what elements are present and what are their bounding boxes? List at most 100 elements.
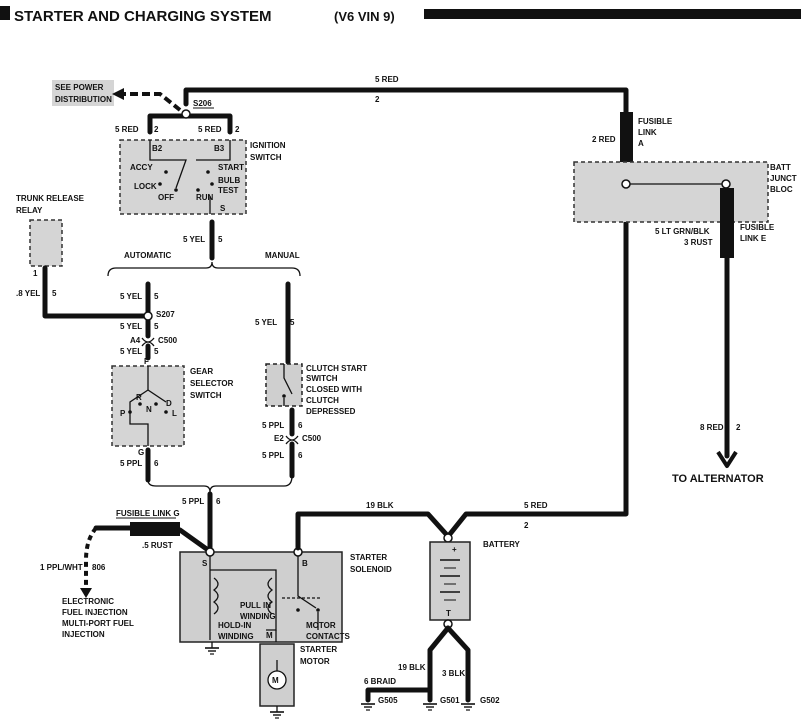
header: STARTER AND CHARGING SYSTEM (V6 VIN 9) [0,6,801,25]
svg-text:S207: S207 [156,310,175,319]
svg-text:.5 RUST: .5 RUST [142,541,173,550]
svg-text:M: M [272,676,279,685]
svg-text:RUN: RUN [196,193,214,202]
svg-text:ACCY: ACCY [130,163,153,172]
svg-text:LINK E: LINK E [740,234,767,243]
battery-cables: 19 BLK 5 RED 2 [295,183,629,551]
battery: BATTERY + T [429,533,521,629]
ground-g502: G502 [480,696,500,705]
svg-text:SELECTOR: SELECTOR [190,379,234,388]
svg-text:5 YEL: 5 YEL [120,347,142,356]
fusible-link-g: FUSIBLE LINK G .5 RUST 1 PPL/WHT 806 ELE… [40,509,211,639]
svg-text:SWITCH: SWITCH [306,374,338,383]
svg-text:CLUTCH: CLUTCH [306,396,339,405]
svg-text:5 PPL: 5 PPL [120,459,142,468]
wire-top-red: 5 RED 2 [183,75,629,115]
svg-text:1 PPL/WHT: 1 PPL/WHT [40,563,83,572]
svg-text:5 YEL: 5 YEL [120,322,142,331]
svg-text:2: 2 [524,521,529,530]
svg-text:DISTRIBUTION: DISTRIBUTION [55,95,112,104]
svg-text:5: 5 [290,318,295,327]
svg-text:5 RED: 5 RED [115,125,139,134]
svg-text:CLOSED WITH: CLOSED WITH [306,385,362,394]
fusible-link-a: 2 RED FUSIBLE LINK A [592,112,673,174]
wire-yel-mid: 5 YEL 5 AUTOMATIC MANUAL [107,219,301,277]
svg-text:BATT: BATT [770,163,791,172]
svg-text:2 RED: 2 RED [592,135,616,144]
arrow-left-icon [112,88,124,100]
diagram-title: STARTER AND CHARGING SYSTEM [14,8,272,25]
svg-text:5 LT GRN/BLK: 5 LT GRN/BLK [655,227,710,236]
svg-text:JUNCT: JUNCT [770,174,797,183]
svg-text:TEST: TEST [218,186,239,195]
ground-g505: G505 [378,696,398,705]
svg-text:OFF: OFF [158,193,174,202]
svg-text:FUSIBLE: FUSIBLE [638,117,673,126]
svg-text:S: S [202,559,208,568]
svg-text:HOLD-IN: HOLD-IN [218,621,252,630]
svg-text:A4: A4 [130,336,141,345]
svg-text:CONTACTS: CONTACTS [306,632,351,641]
svg-text:19 BLK: 19 BLK [398,663,426,672]
svg-text:L: L [172,409,177,418]
arrow-down-icon [80,588,92,598]
svg-text:CLUTCH START: CLUTCH START [306,364,367,373]
ignition-switch: IGNITION SWITCH B2 B3 ACCY START LOCK BU… [119,139,286,215]
svg-text:P: P [120,409,126,418]
svg-text:B: B [302,559,308,568]
svg-text:2: 2 [375,95,380,104]
svg-text:5 PPL: 5 PPL [182,497,204,506]
svg-text:1: 1 [33,269,38,278]
svg-text:5 RED: 5 RED [375,75,399,84]
svg-text:.8 YEL: .8 YEL [16,289,40,298]
svg-text:PULL IN: PULL IN [240,601,271,610]
svg-text:N: N [146,405,152,414]
svg-text:SOLENOID: SOLENOID [350,565,392,574]
svg-text:5: 5 [154,292,159,301]
svg-text:5 YEL: 5 YEL [183,235,205,244]
svg-text:B2: B2 [152,144,163,153]
battery-grounds: 6 BRAID 19 BLK 3 BLK G505 G501 G502 [361,625,500,711]
svg-text:AUTOMATIC: AUTOMATIC [124,251,171,260]
svg-text:T: T [446,609,451,618]
svg-text:A: A [638,139,644,148]
svg-text:BLOC: BLOC [770,185,793,194]
svg-text:E2: E2 [274,434,284,443]
svg-text:5: 5 [154,347,159,356]
trunk-release-relay: TRUNK RELEASE RELAY 1 .8 YEL 5 [16,194,147,319]
svg-text:STARTER: STARTER [350,553,387,562]
svg-text:19 BLK: 19 BLK [366,501,394,510]
svg-text:2: 2 [235,125,240,134]
ground-icon [423,703,437,711]
splice-s206: S206 5 RED 2 5 RED 2 [115,99,240,135]
svg-text:M: M [266,631,273,640]
ground-icon [270,706,284,719]
svg-text:STARTER: STARTER [300,645,337,654]
svg-text:5 PPL: 5 PPL [262,451,284,460]
svg-text:R: R [136,393,142,402]
svg-text:2: 2 [736,423,741,432]
svg-text:S: S [220,204,226,213]
ground-icon [361,703,375,711]
svg-text:2: 2 [154,125,159,134]
svg-text:C500: C500 [302,434,322,443]
svg-text:TRUNK RELEASE: TRUNK RELEASE [16,194,85,203]
starter-motor: M STARTER MOTOR [259,643,337,719]
svg-text:6: 6 [154,459,159,468]
svg-text:6: 6 [298,421,303,430]
ground-icon [205,642,219,655]
svg-text:WINDING: WINDING [240,612,276,621]
svg-text:5: 5 [154,322,159,331]
svg-text:+: + [452,545,457,554]
diagram-subtitle: (V6 VIN 9) [334,9,395,24]
svg-text:GEAR: GEAR [190,367,213,376]
svg-text:LOCK: LOCK [134,182,157,191]
svg-text:INJECTION: INJECTION [62,630,105,639]
ground-g501: G501 [440,696,460,705]
gear-selector-switch: GEAR SELECTOR SWITCH P R N D L G 5 PPL 6 [111,365,234,483]
svg-text:8 RED: 8 RED [700,423,724,432]
svg-text:G: G [138,448,144,457]
svg-text:SWITCH: SWITCH [190,391,222,400]
fusible-link-e: FUSIBLE LINK E 5 LT GRN/BLK 3 RUST 8 RED… [655,188,775,485]
